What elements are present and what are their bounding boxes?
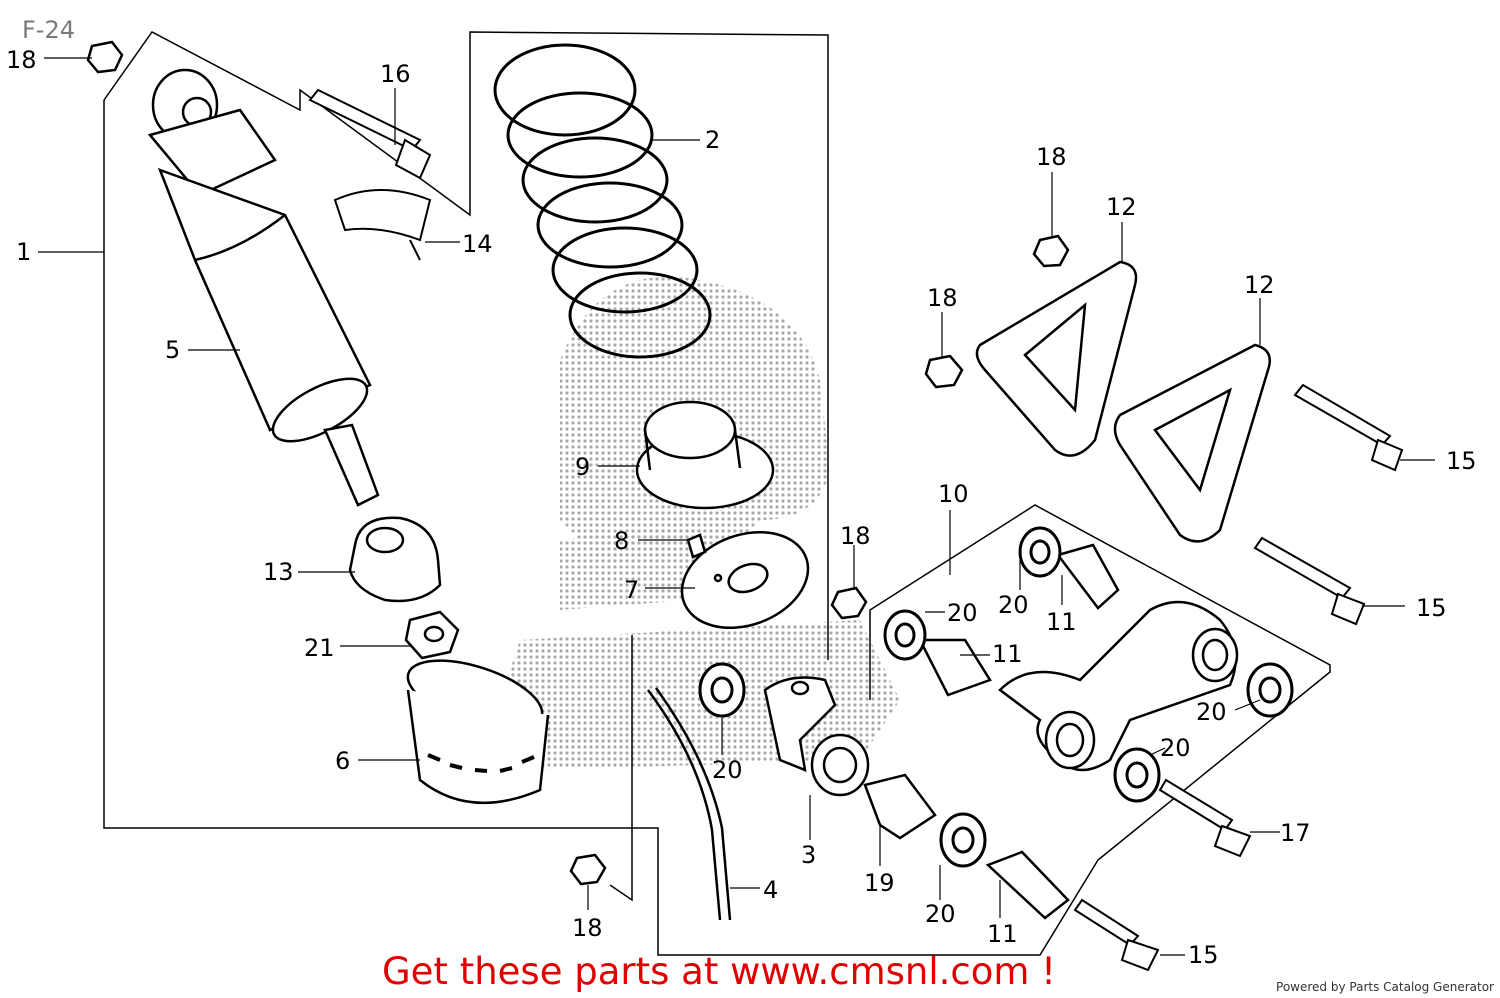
- callout-16: 16: [380, 60, 411, 88]
- link-arm-3: [763, 676, 870, 797]
- seals-20: [698, 526, 1294, 868]
- callout-20: 20: [712, 756, 743, 784]
- callout-20: 20: [947, 599, 978, 627]
- page-code: F-24: [22, 16, 76, 44]
- leader-lines: [38, 57, 1435, 956]
- shock-absorber: [147, 68, 380, 507]
- group-outlines: [103, 31, 1331, 956]
- bolts-15-17: [1073, 383, 1404, 972]
- callout-1: 1: [16, 238, 31, 266]
- callout-10: 10: [938, 480, 969, 508]
- callout-20: 20: [1160, 734, 1191, 762]
- flange-nuts-18: [86, 40, 1070, 886]
- callout-11: 11: [1046, 608, 1077, 636]
- callout-20: 20: [998, 591, 1029, 619]
- bearing-cage-6: [406, 659, 550, 805]
- bump-stop-13: [348, 516, 442, 603]
- callout-labels: 18 16 2 1 14 5 18 12 12 18 9 15 10 8 18 …: [6, 46, 1477, 969]
- callout-18: 18: [927, 284, 958, 312]
- plate-7: [680, 530, 810, 630]
- callout-2: 2: [705, 126, 720, 154]
- spring-seat-9: [635, 400, 775, 510]
- callout-21: 21: [304, 634, 335, 662]
- callout-20: 20: [1196, 698, 1227, 726]
- spring-2: [493, 43, 712, 359]
- callout-15: 15: [1416, 594, 1447, 622]
- promo-link[interactable]: Get these parts at www.cmsnl.com !: [382, 950, 1057, 993]
- callout-14: 14: [462, 230, 493, 258]
- callout-5: 5: [165, 336, 180, 364]
- callout-4: 4: [763, 876, 778, 904]
- callout-9: 9: [575, 453, 590, 481]
- callout-15: 15: [1446, 447, 1477, 475]
- callout-11: 11: [987, 920, 1018, 948]
- callout-11: 11: [992, 640, 1023, 668]
- callout-7: 7: [624, 576, 639, 604]
- credit-text: Powered by Parts Catalog Generator: [1276, 980, 1494, 994]
- callout-20: 20: [925, 900, 956, 928]
- callout-18: 18: [572, 914, 603, 942]
- callout-12: 12: [1244, 271, 1275, 299]
- tube-4: [646, 687, 732, 921]
- connecting-rod-10: [998, 600, 1239, 772]
- callout-8: 8: [614, 527, 629, 555]
- nut-21: [404, 610, 460, 660]
- callout-13: 13: [263, 558, 294, 586]
- bolt-16: [308, 88, 432, 180]
- callout-17: 17: [1280, 819, 1311, 847]
- callout-18: 18: [840, 522, 871, 550]
- callout-3: 3: [801, 841, 816, 869]
- callout-19: 19: [864, 869, 895, 897]
- clip-14: [333, 189, 432, 261]
- callout-6: 6: [335, 747, 350, 775]
- callout-15: 15: [1188, 941, 1219, 969]
- callout-18: 18: [6, 46, 37, 74]
- bushings: [863, 543, 1120, 920]
- callout-12: 12: [1106, 193, 1137, 221]
- callout-18: 18: [1036, 143, 1067, 171]
- plates-12: [975, 260, 1272, 543]
